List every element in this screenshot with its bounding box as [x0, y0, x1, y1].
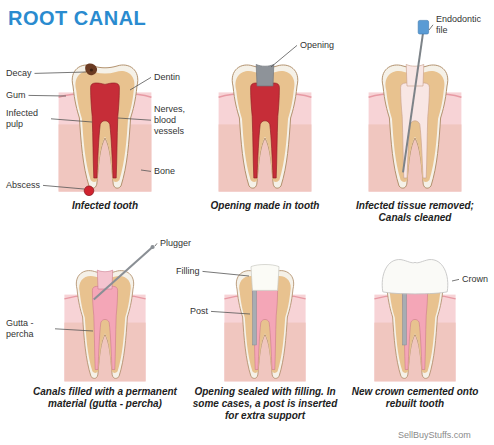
part-label: Filling: [176, 266, 200, 277]
step-caption: Infected tooth: [45, 200, 165, 212]
leader-line: [29, 95, 66, 97]
leader-line: [203, 271, 249, 276]
leader-line: [35, 72, 86, 73]
leader-line: [130, 77, 151, 90]
cleaned-tooth: [369, 20, 462, 191]
leader-line: [43, 185, 84, 189]
leader-line: [141, 170, 151, 171]
step-caption: Canals filled with a permanent material …: [25, 386, 185, 410]
page-title: ROOT CANAL: [8, 6, 146, 30]
part-label: Decay: [6, 68, 32, 79]
part-label: Abscess: [6, 180, 40, 191]
step-caption: New crown cemented onto rebuilt tooth: [350, 386, 480, 410]
sealed-tooth: [224, 265, 305, 382]
part-label: Bone: [154, 166, 175, 177]
step-caption: Infected tissue removed; Canals cleaned: [350, 200, 480, 224]
part-label: Nerves, blood vessels: [154, 104, 200, 136]
watermark: SellBuyStuffs.com: [398, 430, 471, 441]
leader-line: [211, 311, 250, 314]
leader-line: [452, 279, 459, 281]
leader-line: [271, 45, 297, 67]
opened-tooth: [219, 64, 312, 191]
step-caption: Opening made in tooth: [205, 200, 325, 212]
leader-line: [429, 25, 433, 30]
part-label: Infected pulp: [6, 108, 48, 130]
step-caption: Opening sealed with filling. In some cas…: [190, 386, 340, 422]
infected-tooth: [59, 64, 152, 196]
part-label: Crown: [462, 274, 488, 285]
part-label: Endodontic file: [436, 14, 490, 36]
part-label: Gutta - percha: [6, 318, 52, 340]
leader-line: [155, 243, 157, 246]
crowned-tooth: [374, 260, 455, 382]
leader-line: [118, 118, 151, 120]
leader-line: [51, 119, 92, 122]
part-label: Post: [190, 306, 208, 317]
part-label: Dentin: [154, 72, 180, 83]
part-label: Gum: [6, 90, 26, 101]
leader-line: [55, 329, 93, 331]
part-label: Plugger: [160, 238, 191, 249]
filled-canal-tooth: [64, 245, 154, 382]
part-label: Opening: [300, 40, 334, 51]
